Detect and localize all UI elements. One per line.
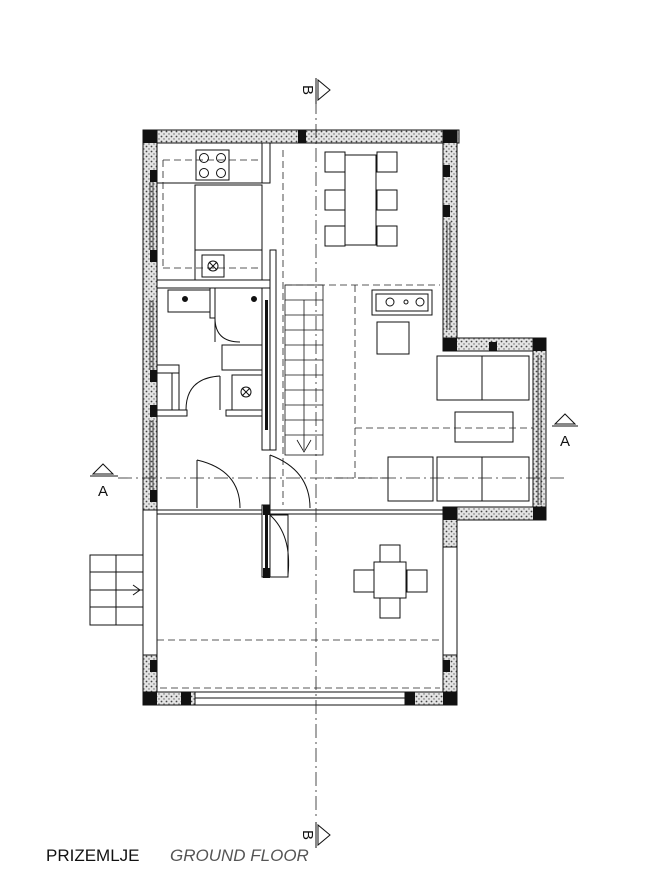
wall-bay-right bbox=[532, 337, 547, 521]
cooktop-burner bbox=[199, 168, 209, 178]
section-label-b-top: B bbox=[299, 85, 316, 95]
bathroom bbox=[167, 289, 263, 411]
chair bbox=[324, 189, 346, 211]
section-marker-a-left bbox=[90, 463, 118, 477]
section-label-a-left: A bbox=[98, 483, 108, 500]
washbasin bbox=[167, 289, 211, 313]
terrace-dining bbox=[353, 544, 428, 619]
door-bathroom-swing bbox=[214, 317, 241, 343]
living-room bbox=[387, 355, 530, 502]
section-marker-b-bottom bbox=[315, 822, 331, 848]
wall-dark-marks bbox=[263, 300, 270, 578]
wall-bay-bottom bbox=[442, 506, 547, 521]
stove bbox=[371, 289, 433, 355]
door-terrace-swing bbox=[269, 514, 290, 576]
doors bbox=[185, 317, 311, 578]
section-label-b-bottom: B bbox=[299, 830, 316, 840]
chair bbox=[376, 151, 398, 173]
cooktop-burner bbox=[216, 153, 226, 163]
chair bbox=[376, 225, 398, 247]
entry-steps bbox=[89, 554, 144, 626]
door-stair-swing bbox=[269, 454, 311, 509]
chair bbox=[406, 569, 428, 593]
chair bbox=[376, 189, 398, 211]
stove-hearth bbox=[376, 321, 410, 355]
chair bbox=[379, 597, 401, 619]
dining-table bbox=[344, 154, 377, 246]
cooktop-burner bbox=[199, 153, 209, 163]
cooktop-burner bbox=[216, 168, 226, 178]
terrace-walls bbox=[142, 509, 458, 706]
sofa-bottom bbox=[436, 456, 530, 502]
cabinet bbox=[221, 344, 263, 371]
door-wc-swing bbox=[185, 375, 221, 411]
armchair bbox=[387, 456, 434, 502]
section-label-a-right: A bbox=[560, 433, 570, 450]
sofa-top bbox=[436, 355, 530, 401]
dashed-lines bbox=[157, 142, 533, 689]
terrace-table bbox=[373, 561, 407, 599]
section-marker-b-top bbox=[315, 78, 331, 104]
section-marker-a-right bbox=[552, 413, 578, 427]
caption-english: GROUND FLOOR bbox=[170, 846, 309, 865]
dining-set bbox=[324, 151, 398, 247]
door-entry-swing bbox=[196, 459, 241, 509]
staircase bbox=[284, 284, 324, 456]
chair bbox=[324, 151, 346, 173]
kitchen bbox=[156, 142, 263, 281]
kitchen-island bbox=[194, 184, 263, 251]
caption-local: PRIZEMLJE bbox=[46, 846, 140, 865]
chair bbox=[353, 569, 375, 593]
structural-posts bbox=[143, 130, 546, 705]
coffee-table bbox=[454, 411, 514, 443]
toilet-box bbox=[231, 374, 263, 411]
chair bbox=[324, 225, 346, 247]
